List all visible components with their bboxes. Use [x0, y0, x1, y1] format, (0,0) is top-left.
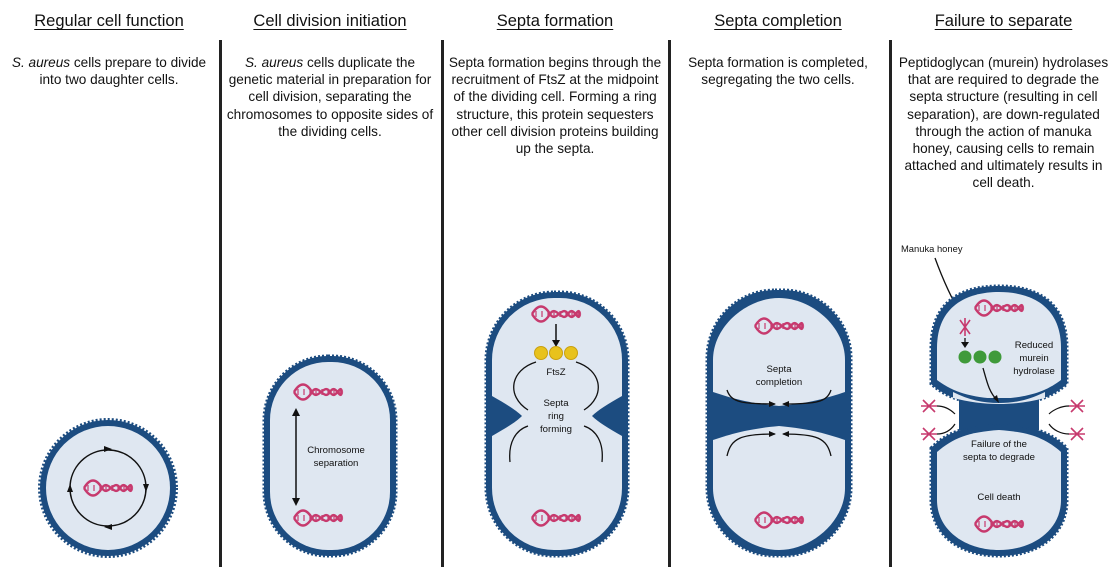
arrowhead: [292, 498, 300, 506]
species-name: S. aureus: [11, 55, 71, 70]
cell-death-label: Cell death: [977, 492, 1020, 503]
arrowhead: [552, 340, 560, 347]
curved-arrow: [1048, 405, 1070, 415]
curved-arrow: [509, 425, 529, 463]
cell-diagram: [38, 418, 178, 558]
panel-description: Peptidoglycan (murein) hydrolases that a…: [893, 54, 1114, 192]
murein-label: murein: [1019, 353, 1048, 364]
cell-diagram: Manuka honey Reduced murein hydrolase: [901, 243, 1085, 558]
panel-divider: [219, 40, 222, 567]
panel-failure-to-separate: Failure to separate Peptidoglycan (murei…: [893, 0, 1114, 567]
ftsz-protein-icon: [534, 346, 578, 360]
description-text: Septa formation is completed, segregatin…: [688, 55, 868, 88]
septa-ingrowth-right: [592, 396, 622, 436]
description-text: cells prepare to divide into two daughte…: [39, 55, 207, 88]
dna-icon: [530, 305, 582, 323]
inhibitor-icon: [959, 318, 971, 336]
panel-title: Regular cell function: [34, 12, 184, 30]
inhibitor-icon: [1069, 427, 1085, 441]
panel-septa-formation: Septa formation Septa formation begins t…: [444, 0, 666, 567]
upper-cytoplasm: [937, 292, 1061, 399]
hydrolase-label: hydrolase: [1013, 366, 1055, 377]
dna-icon: [292, 383, 344, 401]
upper-daughter-cytoplasm: [713, 298, 845, 406]
curved-arrow: [782, 389, 832, 405]
arrowhead: [143, 484, 149, 492]
panel-description: Septa formation is completed, segregatin…: [671, 54, 885, 88]
arrowhead: [769, 401, 776, 407]
description-text: Septa formation begins through the recru…: [448, 55, 662, 157]
chromosome-label: Chromosome: [307, 445, 365, 456]
failure-label: Failure of the: [971, 439, 1027, 450]
cell-diagram: FtsZ Septa ring forming: [484, 290, 630, 558]
arrowhead: [961, 342, 969, 348]
arrowhead: [104, 446, 112, 452]
arrowhead: [67, 484, 73, 492]
lower-cytoplasm: [937, 430, 1061, 550]
arrowhead: [104, 524, 112, 530]
arrowhead: [782, 401, 789, 407]
cell-diagram: Chromosome separation: [262, 354, 398, 558]
lower-daughter-cytoplasm: [713, 426, 845, 550]
dna-icon: [753, 511, 805, 529]
panel-description: Septa formation begins through the recru…: [444, 54, 666, 157]
dna-icon: [973, 299, 1025, 317]
panel-title: Failure to separate: [934, 12, 1073, 30]
separation-label: separation: [314, 458, 359, 469]
septa-ingrowth-left: [492, 396, 522, 436]
septa-degrade-label: septa to degrade: [963, 452, 1035, 463]
panel-cell-division-initiation: Cell division initiation S. aureus cells…: [222, 0, 438, 567]
panel-divider: [889, 40, 892, 567]
ftsz-label: FtsZ: [546, 367, 565, 378]
inhibitor-icon: [921, 399, 937, 413]
curved-arrow: [1048, 423, 1070, 435]
cell-diagram: Septa completion: [705, 288, 853, 558]
curved-arrow: [583, 425, 603, 463]
dna-icon: [292, 509, 344, 527]
hydrolase-protein-icon: [958, 350, 1002, 364]
panel-divider: [668, 40, 671, 567]
reduced-label: Reduced: [1015, 340, 1053, 351]
panel-title: Cell division initiation: [253, 12, 407, 30]
description-text: cells duplicate the genetic material in …: [226, 55, 434, 139]
ring-label: ring: [548, 411, 564, 422]
upper-cytoplasm-base: [953, 392, 1045, 404]
curved-arrow: [936, 423, 956, 435]
panel-description: S. aureus cells duplicate the genetic ma…: [222, 54, 438, 140]
dna-icon: [973, 515, 1025, 533]
curved-arrow: [726, 389, 776, 405]
curved-arrow: [782, 433, 832, 457]
cytoplasm: [270, 362, 390, 550]
cytoplasm: [46, 426, 170, 550]
arrowhead: [993, 395, 999, 403]
inhibitor-icon: [1069, 399, 1085, 413]
cytoplasm: [492, 298, 622, 550]
arrowhead: [782, 431, 789, 437]
curved-arrow: [726, 433, 776, 457]
panel-title: Septa completion: [714, 12, 842, 30]
panel-divider: [441, 40, 444, 567]
inhibitor-icon: [921, 427, 937, 441]
panel-title: Septa formation: [496, 12, 614, 30]
description-text: Peptidoglycan (murein) hydrolases that a…: [898, 55, 1109, 191]
dna-icon: [530, 509, 582, 527]
arrowhead: [292, 408, 300, 416]
dna-icon: [753, 317, 805, 335]
species-name: S. aureus: [244, 55, 304, 70]
curved-arrow: [513, 361, 537, 411]
manuka-honey-label: Manuka honey: [901, 243, 963, 254]
curved-arrow: [936, 405, 956, 415]
curved-arrow: [575, 361, 599, 411]
septa-label: Septa: [766, 364, 792, 375]
panel-description: S. aureus cells prepare to divide into t…: [0, 54, 218, 88]
completion-label: completion: [756, 377, 802, 388]
forming-label: forming: [540, 424, 572, 435]
panel-septa-completion: Septa completion Septa formation is comp…: [671, 0, 885, 567]
dna-icon: [82, 479, 134, 497]
arrowhead: [769, 431, 776, 437]
septa-label: Septa: [543, 398, 569, 409]
panel-regular-cell-function: Regular cell function S. aureus cells pr…: [0, 0, 218, 567]
